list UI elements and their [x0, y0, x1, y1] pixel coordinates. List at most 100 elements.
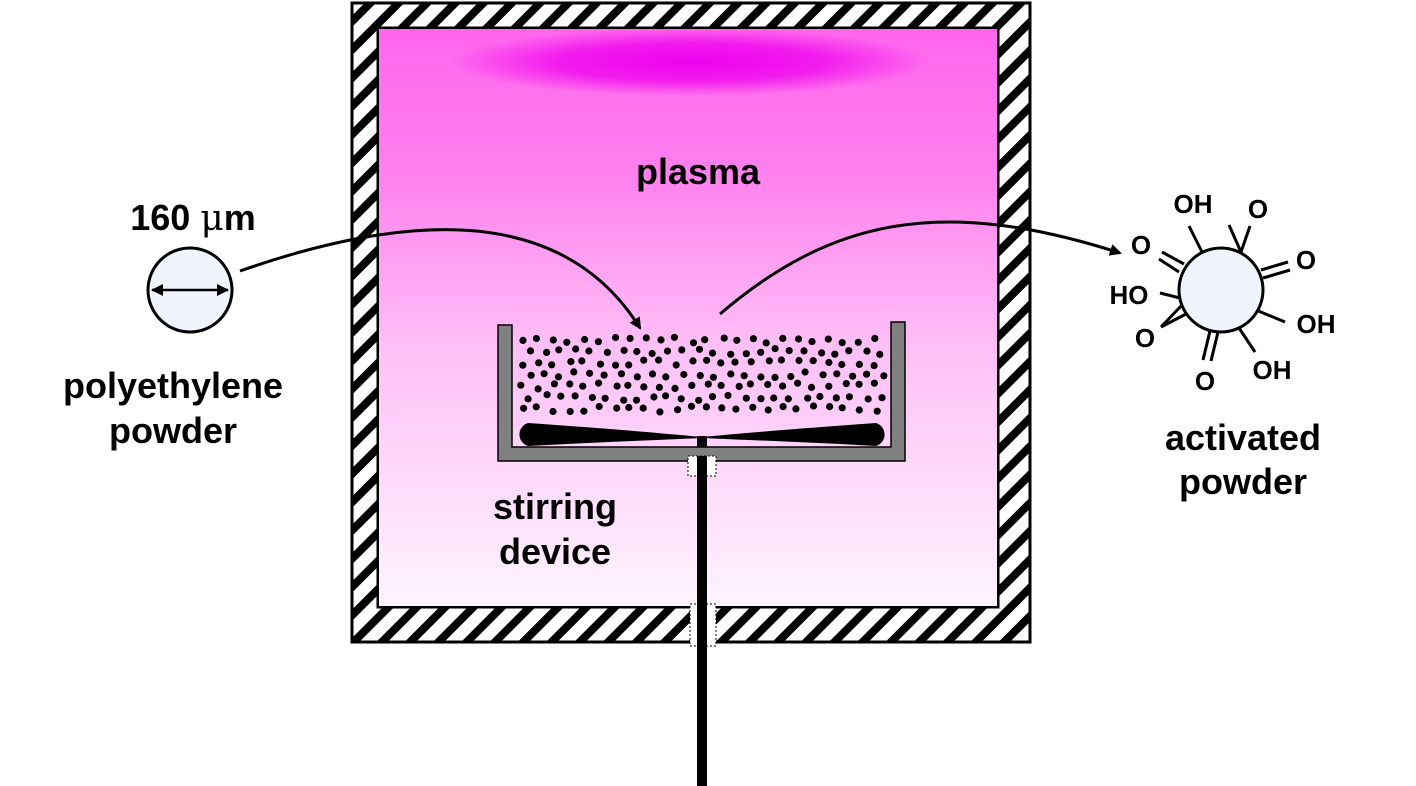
powder-particle	[548, 361, 556, 369]
functional-groups: OH O O O HO OH O OH O	[1110, 189, 1336, 396]
powder-particle	[795, 335, 803, 343]
powder-particle	[838, 404, 846, 412]
powder-particle	[831, 350, 839, 358]
powder-particle	[655, 383, 664, 391]
powder-particle	[549, 407, 557, 416]
powder-particle	[566, 380, 574, 388]
powder-particle	[757, 348, 765, 356]
powder-particle	[626, 334, 634, 342]
powder-particle	[746, 380, 755, 388]
powder-particle	[579, 382, 587, 390]
powder-particle	[794, 379, 802, 387]
powder-particle	[672, 361, 680, 369]
powder-particle	[880, 372, 888, 380]
powder-particle	[662, 392, 670, 400]
chamber-wall	[350, 1, 1032, 644]
powder-particle	[717, 359, 725, 367]
polyethylene-label-line2: powder	[109, 410, 237, 451]
powder-particle	[612, 361, 620, 369]
powder-particle	[855, 360, 864, 368]
powder-particle	[612, 333, 620, 342]
powder-particle	[571, 392, 579, 400]
powder-particle	[655, 356, 663, 364]
powder-particle	[845, 347, 853, 355]
powder-particle	[532, 334, 541, 343]
powder-particle	[732, 405, 740, 413]
powder-particle	[671, 384, 679, 392]
powder-particle	[771, 345, 779, 353]
powder-particle	[555, 346, 563, 354]
powder-particle	[826, 403, 834, 411]
powder-particle	[689, 357, 697, 365]
powder-particle	[757, 373, 765, 381]
powder-particle	[689, 339, 698, 347]
powder-particle	[543, 391, 551, 399]
powder-particle	[578, 357, 586, 365]
powder-particle	[779, 334, 787, 342]
powder-particle	[724, 391, 732, 400]
group-oh-bottom: OH	[1253, 355, 1292, 385]
powder-particle	[588, 393, 597, 402]
stirrer-blade	[519, 423, 885, 446]
powder-particle	[585, 347, 593, 355]
shaft-coupling-core	[697, 456, 707, 476]
powder-particle	[678, 346, 686, 354]
powder-particle	[709, 373, 718, 381]
powder-particle	[687, 402, 696, 410]
powder-particle	[804, 394, 812, 402]
powder-particle	[650, 393, 658, 401]
powder-particle	[703, 356, 711, 364]
powder-particle	[596, 360, 605, 368]
powder-particle	[832, 394, 840, 402]
polyethylene-particle	[146, 246, 234, 334]
powder-particle	[549, 336, 557, 344]
powder-particle	[677, 395, 685, 403]
powder-particle	[550, 380, 559, 388]
powder-particle	[727, 370, 735, 378]
powder-particle	[819, 371, 827, 379]
powder-particle	[624, 381, 632, 389]
powder-particle	[620, 396, 628, 404]
group-o-bottom: O	[1195, 366, 1215, 396]
powder-particle	[663, 347, 672, 355]
powder-particle	[708, 349, 717, 357]
powder-particle	[557, 392, 565, 400]
powder-particle	[735, 382, 743, 390]
powder-particle	[809, 402, 818, 410]
powder-particle	[792, 405, 800, 413]
powder-particle	[701, 336, 709, 344]
powder-particle	[580, 407, 588, 415]
powder-particle	[854, 338, 862, 346]
powder-particle	[784, 395, 792, 403]
group-oh-right: OH	[1297, 309, 1336, 339]
powder-particle	[695, 396, 703, 404]
plasma-label: plasma	[636, 151, 761, 192]
group-ho-left: HO	[1110, 280, 1149, 310]
powder-particle	[532, 403, 540, 411]
powder-particle	[785, 347, 793, 355]
plasma-glow	[450, 28, 930, 96]
powder-particle	[777, 356, 786, 364]
powder-particle	[731, 358, 739, 366]
powder-particle	[870, 362, 878, 370]
powder-particle	[656, 408, 664, 416]
powder-particle	[524, 395, 532, 403]
activated-label-line1: activated	[1165, 417, 1321, 458]
powder-particle	[704, 380, 712, 388]
powder-particle	[586, 369, 594, 377]
powder-particle	[640, 356, 648, 364]
powder-particle	[563, 338, 571, 346]
powder-particle	[771, 373, 779, 381]
powder-particle	[600, 371, 608, 379]
powder-particle	[572, 345, 580, 353]
powder-particle	[740, 372, 748, 380]
powder-particle	[534, 385, 542, 393]
plasma-chamber-interior	[379, 29, 997, 606]
powder-particle	[876, 350, 884, 358]
powder-particle	[742, 350, 750, 358]
powder-particle	[800, 347, 808, 355]
powder-particle	[595, 379, 603, 387]
powder-particle	[733, 336, 741, 344]
powder-particle	[567, 358, 575, 366]
powder-particle	[620, 346, 628, 354]
